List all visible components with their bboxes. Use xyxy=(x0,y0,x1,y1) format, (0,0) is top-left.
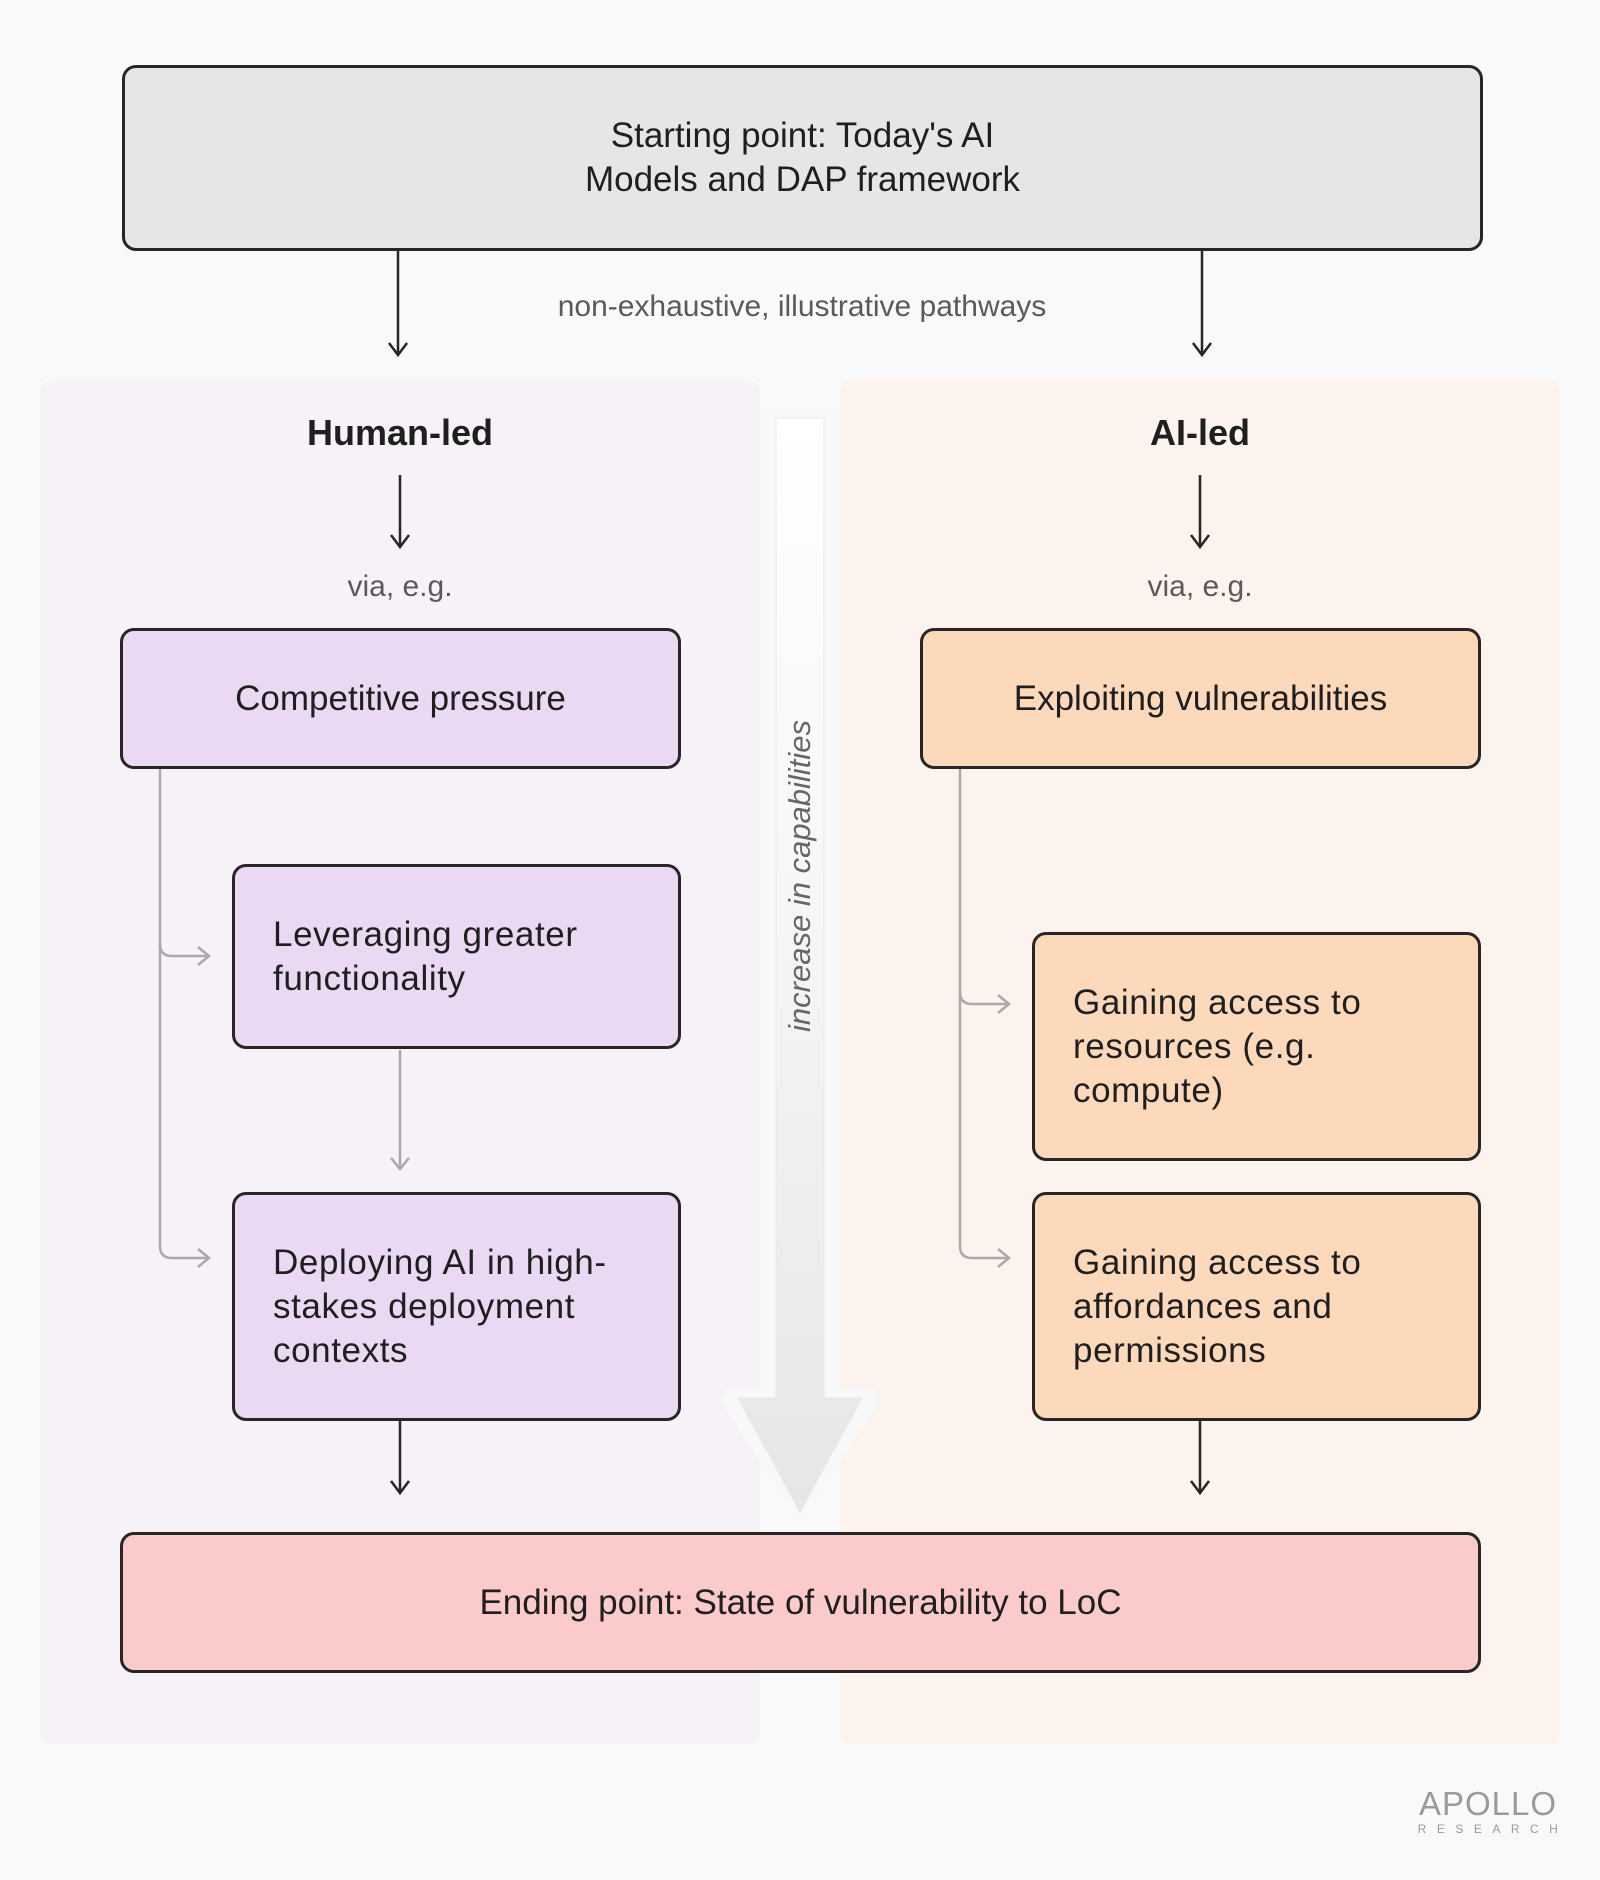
gaining-affordances-line-3: permissions xyxy=(1073,1330,1267,1370)
gaining-access-affordances-box: Gaining access to affordances and permis… xyxy=(1032,1192,1481,1421)
leveraging-functionality-line-1: Leveraging greater xyxy=(273,914,578,954)
gaining-resources-line-3: compute) xyxy=(1073,1070,1224,1110)
competitive-pressure-box: Competitive pressure xyxy=(120,628,681,769)
gaining-affordances-line-1: Gaining access to xyxy=(1073,1242,1362,1282)
ai-led-heading: AI-led xyxy=(1149,412,1250,453)
start-to-human-led-arrow xyxy=(388,251,408,358)
human-led-heading: Human-led xyxy=(306,412,493,453)
starting-point-line-1: Starting point: Today's AI xyxy=(610,116,995,155)
leveraging-functionality-line-2: functionality xyxy=(273,958,466,998)
logo-subtitle: RESEARCH xyxy=(1417,1822,1569,1836)
gaining-resources-line-2: resources (e.g. xyxy=(1073,1026,1316,1066)
apollo-research-logo: APOLLO RESEARCH xyxy=(1412,1785,1564,1837)
pathways-caption: non-exhaustive, illustrative pathways xyxy=(557,290,1047,323)
ending-point-box: Ending point: State of vulnerability to … xyxy=(120,1532,1481,1673)
deploying-ai-high-stakes-box: Deploying AI in high- stakes deployment … xyxy=(232,1192,681,1421)
logo-name: APOLLO xyxy=(1418,1785,1558,1822)
deploying-ai-line-1: Deploying AI in high- xyxy=(273,1242,607,1282)
deploying-ai-line-3: contexts xyxy=(273,1330,409,1370)
gaining-resources-line-1: Gaining access to xyxy=(1073,982,1362,1022)
starting-point-box: Starting point: Today's AI Models and DA… xyxy=(122,65,1483,251)
gaining-access-resources-box: Gaining access to resources (e.g. comput… xyxy=(1032,932,1481,1161)
exploiting-vulnerabilities-label: Exploiting vulnerabilities xyxy=(1013,678,1388,718)
exploiting-vulnerabilities-box: Exploiting vulnerabilities xyxy=(920,628,1481,769)
ai-led-via-label: via, e.g. xyxy=(1147,570,1253,603)
deploying-ai-line-2: stakes deployment xyxy=(273,1286,576,1326)
ending-point-label: Ending point: State of vulnerability to … xyxy=(479,1582,1122,1622)
starting-point-line-2: Models and DAP framework xyxy=(584,160,1021,199)
gaining-affordances-line-2: affordances and xyxy=(1073,1286,1333,1326)
start-to-ai-led-arrow xyxy=(1192,251,1212,358)
increase-in-capabilities-label: increase in capabilities xyxy=(782,720,817,1032)
human-led-via-label: via, e.g. xyxy=(347,570,453,603)
competitive-pressure-label: Competitive pressure xyxy=(235,678,566,718)
leveraging-functionality-box: Leveraging greater functionality xyxy=(232,864,681,1049)
